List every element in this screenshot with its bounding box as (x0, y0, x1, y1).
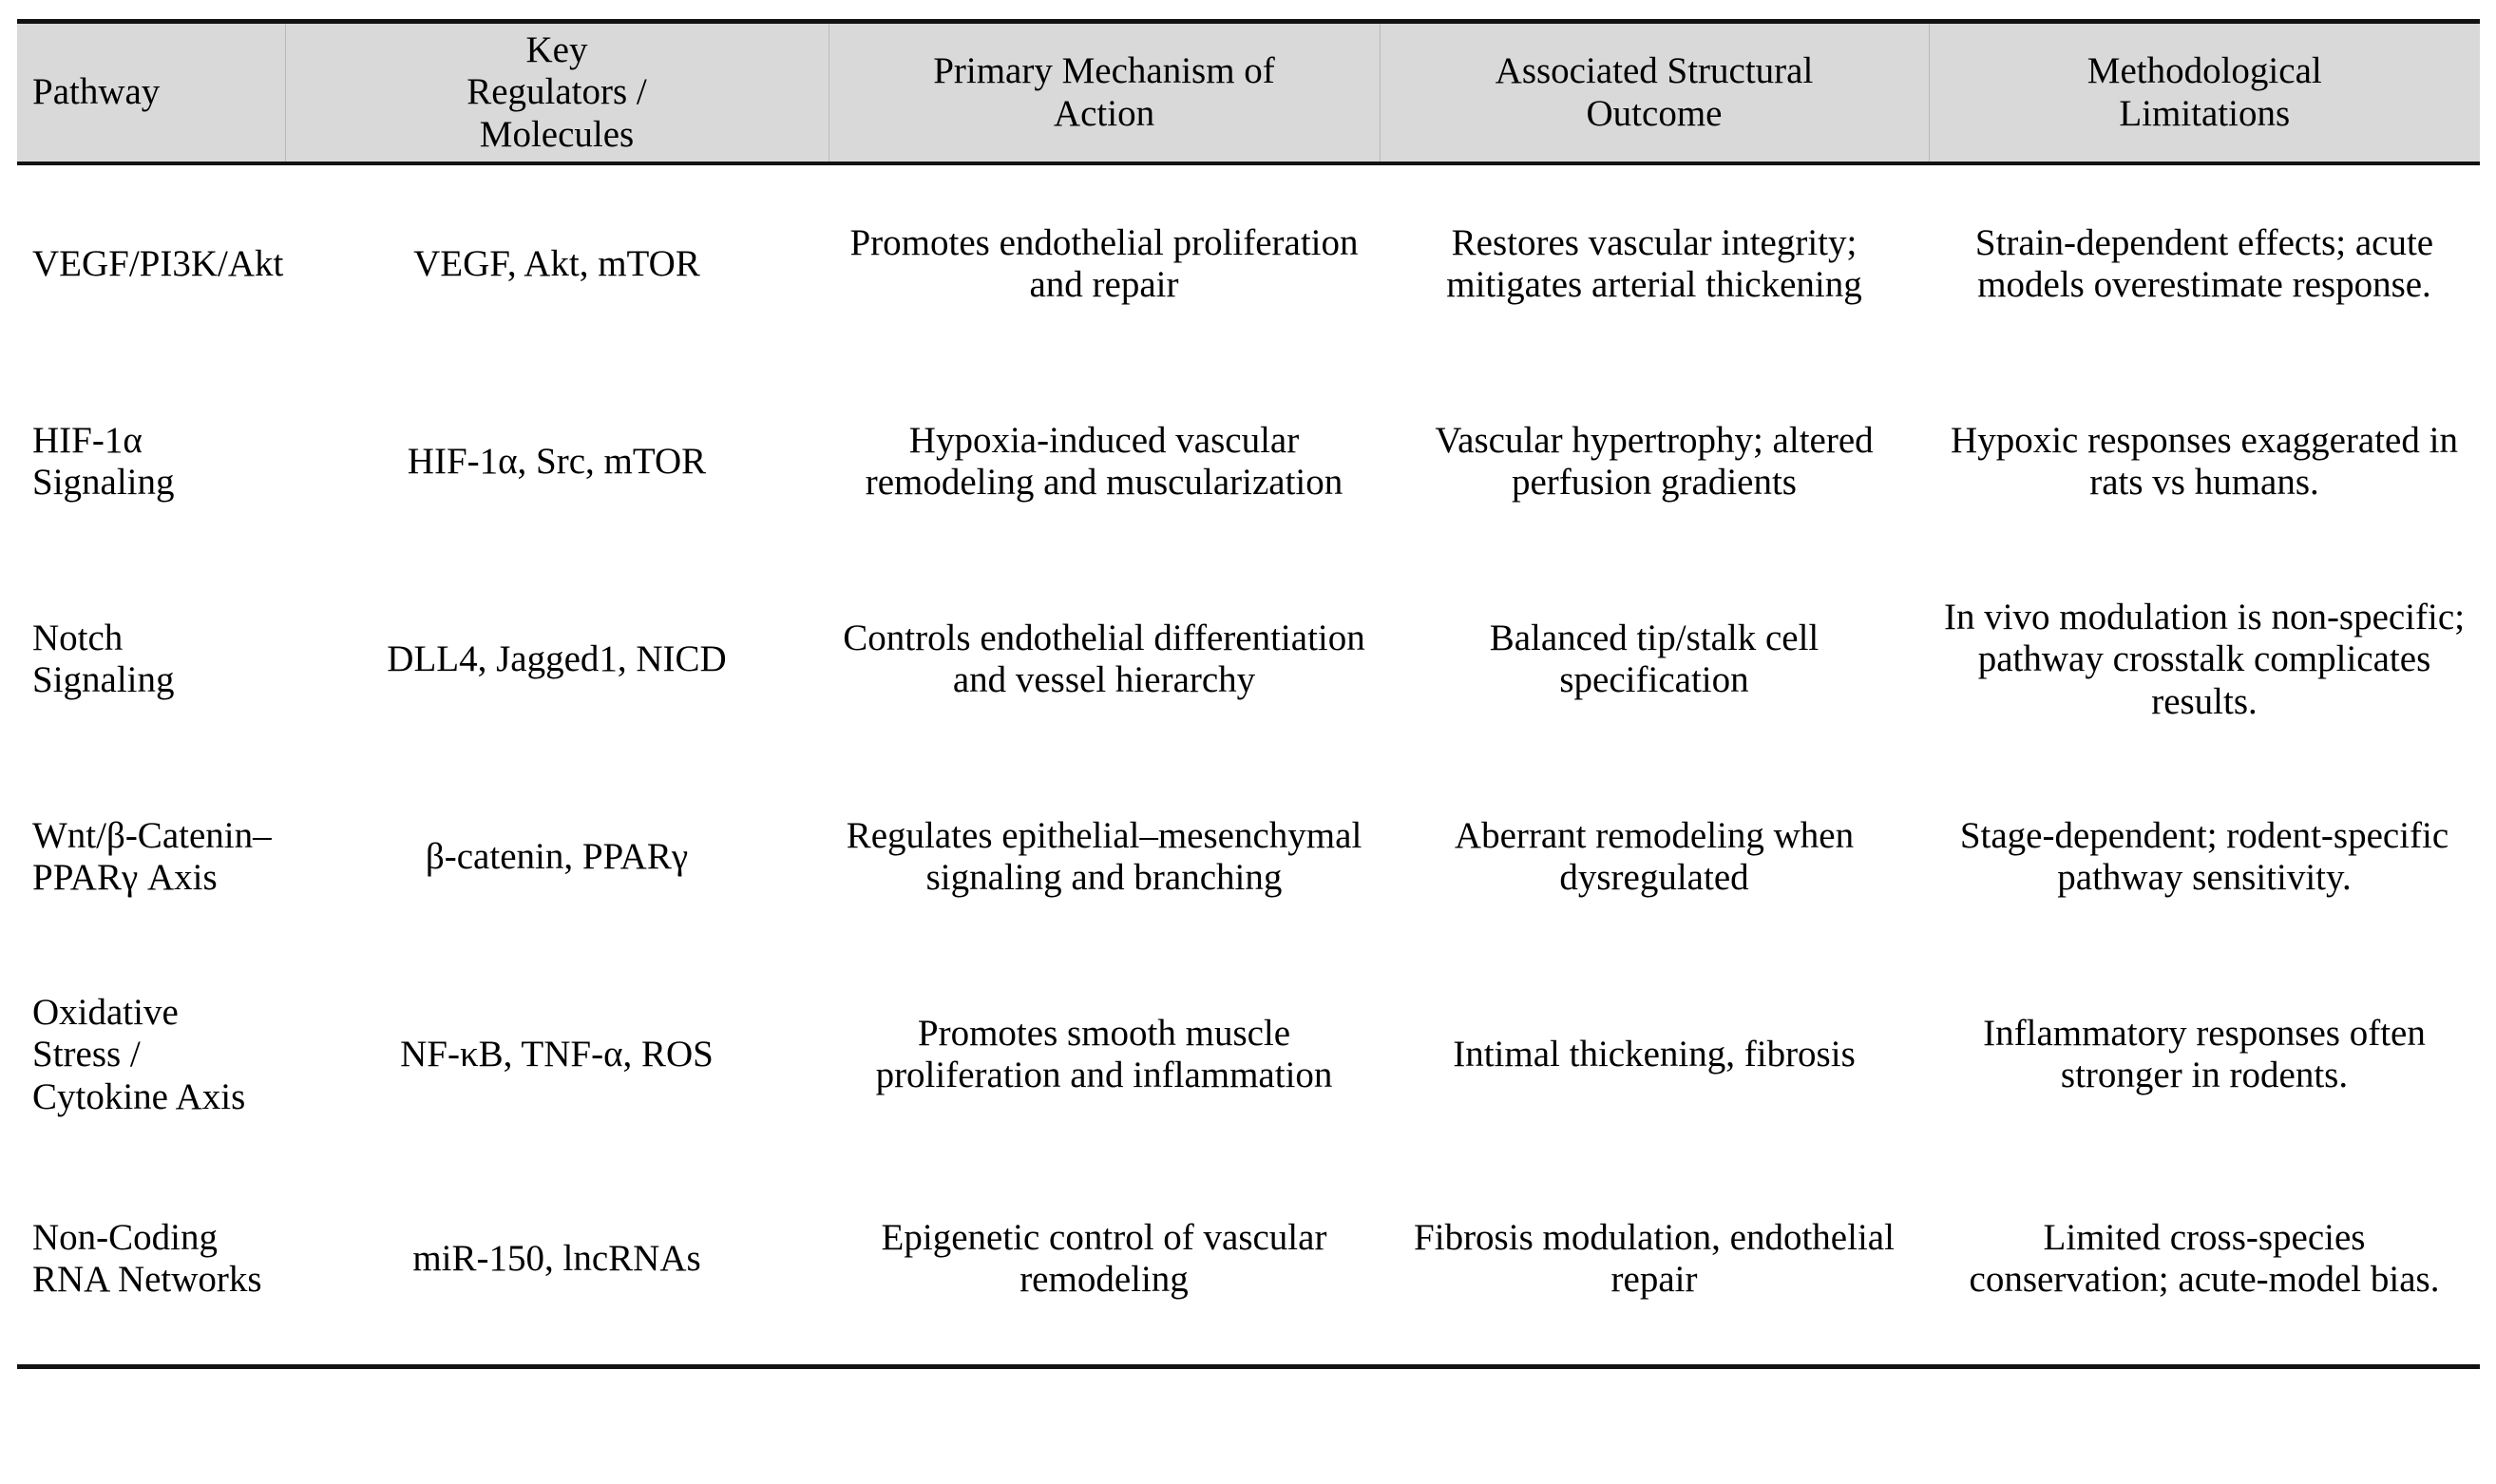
cell-limits: Strain-dependent effects; acute models o… (1929, 163, 2480, 363)
column-header-key-regulators-line-1: Key (525, 29, 588, 70)
cell-pathway-text: Notch Signaling (32, 617, 175, 701)
cell-regulators-text: HIF-1α, Src, mTOR (407, 441, 707, 483)
cell-regulators-text: NF-κB, TNF-α, ROS (400, 1034, 714, 1075)
table-body: VEGF/PI3K/Akt VEGF, Akt, mTOR Promotes e… (17, 163, 2480, 1370)
cell-outcome: Restores vascular integrity; mitigates a… (1380, 163, 1929, 363)
cell-pathway-text: HIF-1α Signaling (32, 419, 175, 504)
cell-regulators-text: miR-150, lncRNAs (412, 1238, 701, 1280)
cell-regulators: β-catenin, PPARγ (285, 758, 829, 956)
cell-mechanism: Promotes endothelial proliferation and r… (829, 163, 1380, 363)
cell-pathway-text: Non-Coding RNA Networks (32, 1216, 262, 1301)
cell-regulators-text: VEGF, Akt, mTOR (413, 243, 700, 285)
cell-outcome: Aberrant remodeling when dysregulated (1380, 758, 1929, 956)
column-header-primary-mechanism-line-1: Primary Mechanism of (933, 50, 1275, 92)
cell-mechanism: Promotes smooth muscle proliferation and… (829, 956, 1380, 1153)
cell-mechanism-text: Epigenetic control of vascular remodelin… (881, 1216, 1327, 1301)
cell-limits: Inflammatory responses often stronger in… (1929, 956, 2480, 1153)
table-row: Wnt/β-Catenin–PPARγ Axis β-catenin, PPAR… (17, 758, 2480, 956)
column-header-primary-mechanism-label: Primary Mechanism of Action (829, 45, 1380, 141)
cell-outcome: Balanced tip/stalk cell specification (1380, 561, 1929, 758)
cell-regulators: miR-150, lncRNAs (285, 1153, 829, 1370)
column-header-methodological-limitations-label: Methodological Limitations (1930, 45, 2481, 141)
cell-mechanism: Regulates epithelial–mesenchymal signali… (829, 758, 1380, 956)
pathway-comparison-table: Pathway Key Regulators / Molecules Prima… (17, 19, 2481, 1370)
cell-mechanism-text: Promotes smooth muscle proliferation and… (875, 1012, 1333, 1096)
table-header: Pathway Key Regulators / Molecules Prima… (17, 19, 2481, 166)
cell-limits: Hypoxic responses exaggerated in rats vs… (1929, 363, 2480, 561)
table-row: Notch Signaling DLL4, Jagged1, NICD Cont… (17, 561, 2480, 758)
column-header-associated-outcome-label: Associated Structural Outcome (1381, 45, 1929, 141)
cell-outcome-text: Balanced tip/stalk cell specification (1489, 617, 1820, 701)
table-header-row: Pathway Key Regulators / Molecules Prima… (17, 19, 2481, 166)
cell-limits: In vivo modulation is non-specific; path… (1929, 561, 2480, 758)
cell-limits-text: Limited cross-species conservation; acut… (1969, 1216, 2440, 1301)
cell-pathway: Notch Signaling (17, 561, 285, 758)
cell-limits-text: Strain-dependent effects; acute models o… (1974, 221, 2434, 306)
column-header-associated-outcome: Associated Structural Outcome (1379, 19, 1929, 166)
cell-mechanism: Epigenetic control of vascular remodelin… (829, 1153, 1380, 1370)
cell-regulators: HIF-1α, Src, mTOR (285, 363, 829, 561)
cell-outcome: Intimal thickening, fibrosis (1380, 956, 1929, 1153)
column-header-methodological-limitations-line-1: Methodological (2086, 50, 2322, 92)
column-header-associated-outcome-line-1: Associated Structural (1495, 50, 1814, 92)
table-row: Oxidative Stress / Cytokine Axis NF-κB, … (17, 956, 2480, 1153)
cell-pathway: Non-Coding RNA Networks (17, 1153, 285, 1370)
cell-regulators-text: β-catenin, PPARγ (425, 836, 689, 878)
cell-mechanism-text: Hypoxia-induced vascular remodeling and … (865, 419, 1343, 504)
cell-pathway-text: Oxidative Stress / Cytokine Axis (32, 991, 246, 1117)
column-header-methodological-limitations: Methodological Limitations (1928, 19, 2481, 166)
cell-pathway: Wnt/β-Catenin–PPARγ Axis (17, 758, 285, 956)
cell-pathway: Oxidative Stress / Cytokine Axis (17, 956, 285, 1153)
cell-limits-text: Hypoxic responses exaggerated in rats vs… (1951, 419, 2458, 504)
column-header-key-regulators-line-2: Regulators / (467, 71, 647, 113)
cell-outcome: Fibrosis modulation, endothelial repair (1380, 1153, 1929, 1370)
cell-pathway-text: Wnt/β-Catenin–PPARγ Axis (32, 814, 272, 899)
column-header-pathway-label: Pathway (32, 71, 161, 113)
cell-pathway: HIF-1α Signaling (17, 363, 285, 561)
cell-outcome-text: Restores vascular integrity; mitigates a… (1446, 221, 1862, 306)
table-row: Non-Coding RNA Networks miR-150, lncRNAs… (17, 1153, 2480, 1370)
column-header-key-regulators-label: Key Regulators / Molecules (286, 24, 829, 162)
cell-regulators: NF-κB, TNF-α, ROS (285, 956, 829, 1153)
cell-limits: Stage-dependent; rodent-specific pathway… (1929, 758, 2480, 956)
cell-limits-text: In vivo modulation is non-specific; path… (1943, 596, 2466, 722)
table-row: VEGF/PI3K/Akt VEGF, Akt, mTOR Promotes e… (17, 163, 2480, 363)
cell-regulators: DLL4, Jagged1, NICD (285, 561, 829, 758)
cell-mechanism-text: Controls endothelial differentiation and… (843, 617, 1365, 701)
cell-outcome-text: Fibrosis modulation, endothelial repair (1414, 1216, 1895, 1301)
cell-mechanism: Hypoxia-induced vascular remodeling and … (829, 363, 1380, 561)
cell-mechanism-text: Promotes endothelial proliferation and r… (849, 221, 1359, 306)
cell-limits-text: Inflammatory responses often stronger in… (1983, 1012, 2426, 1096)
cell-pathway-text: VEGF/PI3K/Akt (32, 243, 284, 285)
table-row: HIF-1α Signaling HIF-1α, Src, mTOR Hypox… (17, 363, 2480, 561)
cell-regulators: VEGF, Akt, mTOR (285, 163, 829, 363)
column-header-key-regulators: Key Regulators / Molecules (284, 19, 829, 166)
cell-limits-text: Stage-dependent; rodent-specific pathway… (1959, 814, 2449, 899)
column-header-primary-mechanism: Primary Mechanism of Action (828, 19, 1380, 166)
cell-outcome-text: Intimal thickening, fibrosis (1453, 1034, 1856, 1075)
column-header-methodological-limitations-line-2: Limitations (2119, 92, 2291, 134)
column-header-pathway: Pathway (17, 19, 285, 166)
cell-regulators-text: DLL4, Jagged1, NICD (387, 638, 727, 680)
cell-mechanism: Controls endothelial differentiation and… (829, 561, 1380, 758)
cell-outcome: Vascular hypertrophy; altered perfusion … (1380, 363, 1929, 561)
cell-outcome-text: Vascular hypertrophy; altered perfusion … (1435, 419, 1874, 504)
column-header-associated-outcome-line-2: Outcome (1586, 92, 1723, 134)
column-header-primary-mechanism-line-2: Action (1053, 92, 1155, 134)
cell-mechanism-text: Regulates epithelial–mesenchymal signali… (846, 814, 1362, 899)
cell-outcome-text: Aberrant remodeling when dysregulated (1454, 814, 1855, 899)
table-container: Pathway Key Regulators / Molecules Prima… (17, 19, 2481, 1370)
cell-limits: Limited cross-species conservation; acut… (1929, 1153, 2480, 1370)
cell-pathway: VEGF/PI3K/Akt (17, 163, 285, 363)
column-header-key-regulators-line-3: Molecules (479, 113, 635, 155)
